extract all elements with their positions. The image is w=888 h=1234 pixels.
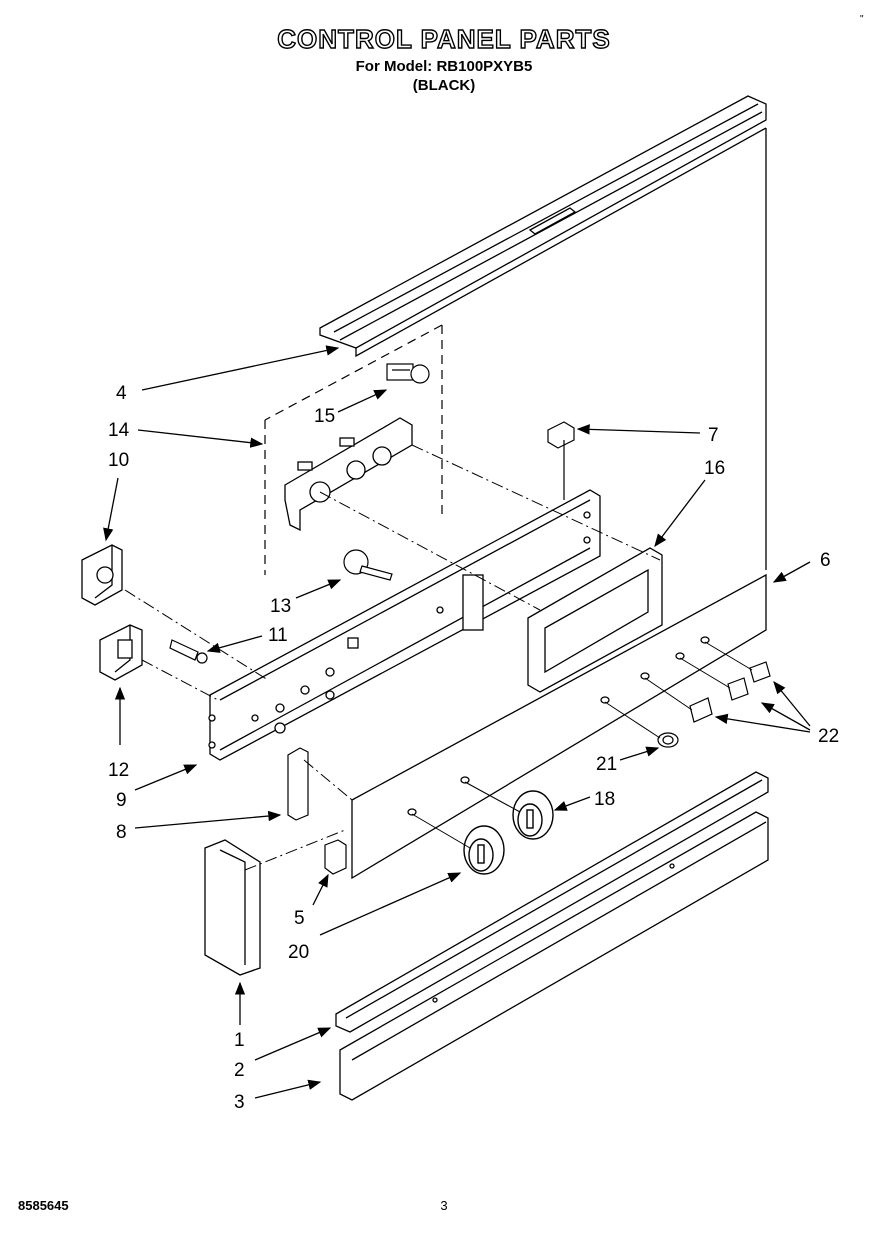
corner-mark: " <box>860 14 864 25</box>
clock-module <box>81 544 123 606</box>
callout-1: 1 <box>234 1030 245 1051</box>
callout-7: 7 <box>708 425 719 446</box>
callout-20: 20 <box>288 942 309 963</box>
page-number: 3 <box>440 1198 448 1213</box>
transformer <box>99 624 143 681</box>
alignment-lines <box>124 444 661 871</box>
small-knobs <box>689 661 771 723</box>
callout-15: 15 <box>314 406 335 427</box>
page-title: CONTROL PANEL PARTS <box>277 23 611 54</box>
large-knob-upper <box>512 790 554 840</box>
callout-12: 12 <box>108 760 129 781</box>
control-panel-backplate <box>208 489 601 761</box>
callout-arrows <box>103 345 811 1099</box>
color-line: (BLACK) <box>412 77 476 94</box>
callout-8: 8 <box>116 822 127 843</box>
callout-4: 4 <box>116 383 127 404</box>
gasket-frame <box>527 547 663 693</box>
small-switch <box>324 839 347 875</box>
callout-10: 10 <box>108 450 129 471</box>
end-cap <box>204 839 261 976</box>
callout-22: 22 <box>818 726 839 747</box>
callout-14: 14 <box>108 420 130 441</box>
callout-3: 3 <box>234 1092 245 1113</box>
thermostat <box>343 549 393 581</box>
lower-trim-strips <box>335 771 769 1101</box>
mounting-bracket <box>287 747 309 821</box>
indicator-light <box>657 732 679 748</box>
switch-plate <box>284 417 413 532</box>
switch-bracket-outline <box>264 324 443 575</box>
pushbutton <box>547 421 575 500</box>
callout-5: 5 <box>294 908 305 929</box>
console-panel <box>351 573 767 880</box>
callout-13: 13 <box>270 596 291 617</box>
callout-9: 9 <box>116 790 127 811</box>
large-knob-lower <box>463 825 505 875</box>
callout-2: 2 <box>234 1060 245 1081</box>
callout-16: 16 <box>704 458 725 479</box>
callout-18: 18 <box>594 789 615 810</box>
model-line: For Model: RB100PXYB5 <box>355 58 533 75</box>
callout-6: 6 <box>820 550 831 571</box>
rotary-switch <box>386 363 430 384</box>
callout-11: 11 <box>268 625 288 646</box>
top-trim-panel <box>319 95 767 570</box>
switch-shaft <box>169 639 208 664</box>
knob-guide-lines <box>411 641 753 849</box>
callout-labels: 4 15 14 10 7 16 6 13 11 12 9 8 22 21 18 … <box>108 383 839 1113</box>
callout-21: 21 <box>596 754 617 775</box>
document-code: 8585645 <box>18 1198 69 1213</box>
